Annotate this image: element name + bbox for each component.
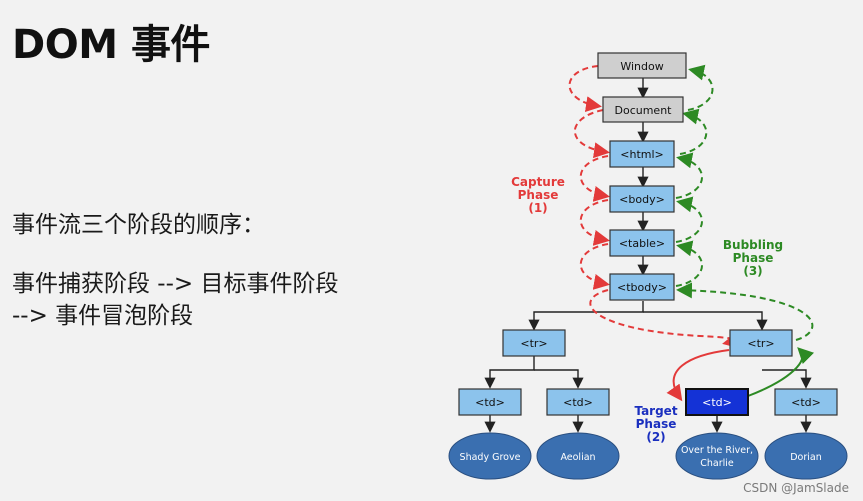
tree-connectors <box>484 78 812 433</box>
box-html: <html> <box>609 140 675 168</box>
box-td-2-label: <td> <box>563 396 593 409</box>
leaf-aeolian-label: Aeolian <box>560 452 595 463</box>
svg-text:(2): (2) <box>646 430 665 444</box>
box-body: <body> <box>609 185 675 213</box>
box-td-2: <td> <box>546 388 610 416</box>
box-tr-left-label: <tr> <box>520 337 547 350</box>
box-window: Window <box>597 52 687 79</box>
box-table: <table> <box>609 229 675 257</box>
capture-phase-label: Capture Phase (1) <box>511 175 565 215</box>
leaf-shady-grove: Shady Grove <box>448 432 532 480</box>
leaf-over-line1: Over the River, <box>681 445 753 456</box>
slide-title: DOM 事件 <box>12 22 210 68</box>
capture-arrows <box>568 65 740 349</box>
svg-text:Target: Target <box>634 404 677 418</box>
leaf-over-line2: Charlie <box>700 458 734 469</box>
bubbling-arrows <box>675 64 814 341</box>
box-window-label: Window <box>620 60 663 73</box>
box-td-1-label: <td> <box>475 396 505 409</box>
box-tbody: <tbody> <box>609 273 675 301</box>
svg-text:Phase: Phase <box>636 417 677 431</box>
box-tr-right-label: <tr> <box>747 337 774 350</box>
watermark: CSDN @JamSlade <box>743 481 849 495</box>
box-html-label: <html> <box>620 148 664 161</box>
box-tr-right: <tr> <box>729 329 793 357</box>
event-flow-line-2: --> 事件冒泡阶段 <box>12 303 194 329</box>
box-td-target-label: <td> <box>702 396 732 409</box>
svg-text:(1): (1) <box>528 201 547 215</box>
box-body-label: <body> <box>619 193 665 206</box>
event-flow-order: 事件捕获阶段 --> 目标事件阶段 --> 事件冒泡阶段 <box>12 268 339 332</box>
box-td-4-label: <td> <box>791 396 821 409</box>
bubbling-phase-label: Bubbling Phase (3) <box>723 238 783 278</box>
svg-text:Capture: Capture <box>511 175 565 189</box>
svg-text:Phase: Phase <box>518 188 559 202</box>
leaf-dorian: Dorian <box>764 432 848 480</box>
leaf-over-the-river: Over the River, Charlie <box>675 432 759 480</box>
capture-to-target-arrow <box>666 349 730 402</box>
leaf-shady-grove-label: Shady Grove <box>460 452 521 463</box>
box-tbody-label: <tbody> <box>617 281 667 294</box>
svg-text:Phase: Phase <box>733 251 774 265</box>
target-phase-label: Target Phase (2) <box>634 404 677 444</box>
event-flow-heading: 事件流三个阶段的顺序： <box>12 212 265 238</box>
box-td-4: <td> <box>774 388 838 416</box>
box-table-label: <table> <box>619 237 665 250</box>
box-document-label: Document <box>615 104 673 117</box>
leaf-dorian-label: Dorian <box>790 452 822 463</box>
box-td-target: <td> <box>685 388 749 416</box>
box-document: Document <box>602 96 684 123</box>
event-flow-line-1: 事件捕获阶段 --> 目标事件阶段 <box>12 271 339 297</box>
box-td-1: <td> <box>458 388 522 416</box>
target-to-bubble-arrow <box>747 347 815 397</box>
svg-text:(3): (3) <box>743 264 762 278</box>
leaf-aeolian: Aeolian <box>536 432 620 480</box>
svg-text:Bubbling: Bubbling <box>723 238 783 252</box>
box-tr-left: <tr> <box>502 329 566 357</box>
